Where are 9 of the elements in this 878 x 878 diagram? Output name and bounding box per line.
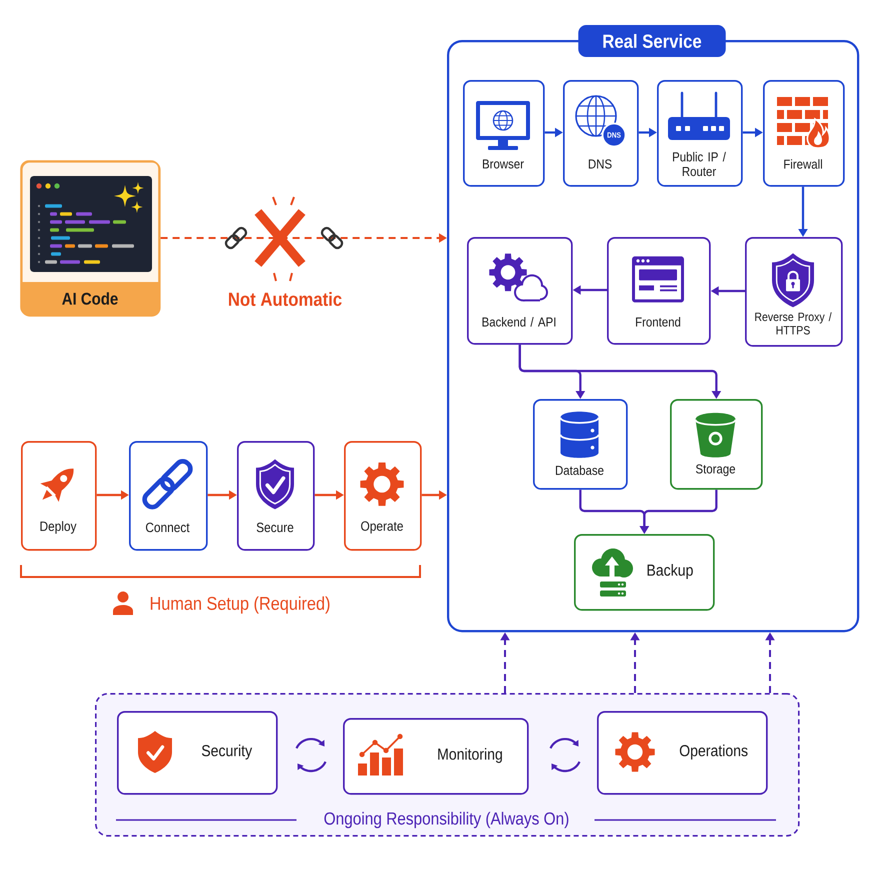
caption-label: Human Setup (Required)	[150, 596, 330, 614]
panel-title: Ongoing Responsibility (Always On)	[324, 812, 568, 828]
component-box: Monitoring	[343, 718, 529, 795]
component-box: Security	[117, 711, 278, 795]
component-box: Operations	[597, 711, 768, 795]
component-box: Deploy	[21, 441, 97, 551]
edge-label: Not Automatic	[226, 291, 344, 307]
title-badge: Real Service	[578, 25, 726, 57]
component-box: Connect	[129, 441, 208, 551]
